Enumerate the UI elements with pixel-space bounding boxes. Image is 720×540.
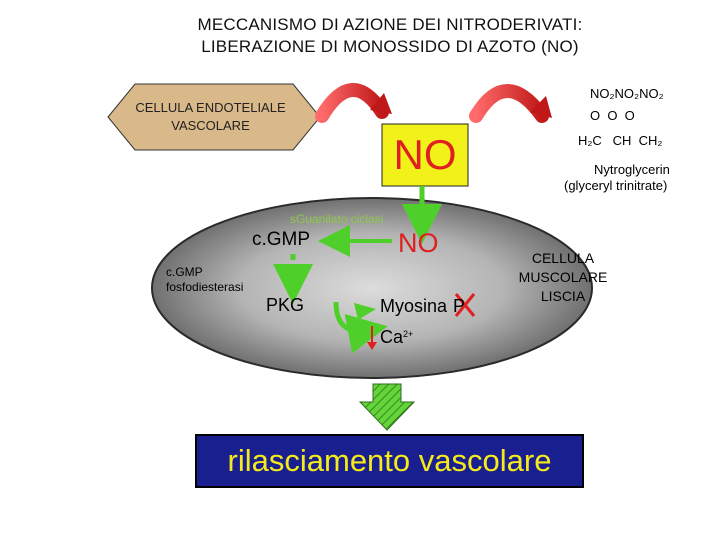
- red-curved-arrow-left: [315, 83, 389, 123]
- green-arrow-head-myosin: [354, 303, 376, 320]
- big-down-arrow: [358, 383, 416, 431]
- phosphodiesterase-label: c.GMP fosfodiesterasi: [166, 265, 243, 295]
- cgmp-label: c.GMP: [252, 229, 311, 250]
- no-inside-cell-label: NO: [398, 228, 439, 258]
- phosphodiesterase-line-1: c.GMP: [166, 265, 203, 279]
- carbon-backbone: H₂C CH CH₂: [578, 133, 663, 148]
- no-box: [381, 123, 469, 187]
- result-label: rilasciamento vascolare: [227, 443, 552, 478]
- green-curved-arrow-pkg-to-myosin: [333, 301, 388, 354]
- title-line-1: MECCANISMO DI AZIONE DEI NITRODERIVATI:: [197, 15, 583, 34]
- endothelial-cell-label: CELLULA ENDOTELIALE VASCOLARE: [118, 99, 303, 135]
- calcium-label: Ca2+: [380, 327, 413, 348]
- oxygen-atoms: O O O: [590, 108, 635, 123]
- nitroglycerin-synonym: (glyceryl trinitrate): [564, 178, 668, 193]
- myosin-label: Myosina: [380, 296, 448, 316]
- endothelial-label-line-2: VASCOLARE: [171, 118, 250, 133]
- red-curved-arrow-right-head: [530, 96, 552, 118]
- phosphate-label: P: [453, 296, 466, 316]
- no-released-label: NO: [393, 131, 457, 178]
- nitroglycerin-name: Nytroglycerin: [594, 162, 670, 177]
- muscle-label-line-3: LISCIA: [540, 288, 586, 304]
- calcium-charge: 2+: [403, 329, 414, 339]
- red-down-arrow-calcium-head: [367, 342, 377, 350]
- calcium-symbol: Ca: [380, 327, 404, 347]
- red-x-line-2: [454, 293, 476, 317]
- endothelial-label-line-1: CELLULA ENDOTELIALE: [135, 100, 286, 115]
- red-curved-arrow-left-head: [370, 93, 392, 114]
- muscle-cell-ellipse: [151, 197, 593, 379]
- diagram-title: MECCANISMO DI AZIONE DEI NITRODERIVATI: …: [100, 14, 680, 58]
- muscle-label-line-2: MUSCOLARE: [518, 269, 608, 285]
- nitro-groups: NO₂NO₂NO₂: [590, 86, 664, 101]
- guanylate-cyclase-label: sGuanilato ciclasi: [290, 212, 384, 226]
- pkg-label: PKG: [266, 295, 305, 315]
- muscle-label-line-1: CELLULA: [531, 250, 595, 266]
- title-line-2: LIBERAZIONE DI MONOSSIDO DI AZOTO (NO): [201, 37, 579, 56]
- red-curved-arrow-right: [469, 84, 549, 123]
- result-box: rilasciamento vascolare: [195, 434, 584, 488]
- phosphodiesterase-line-2: fosfodiesterasi: [166, 280, 244, 294]
- nitroglycerin-structure: NO₂NO₂NO₂ O O O H₂C CH CH₂ Nytroglycerin…: [558, 80, 688, 198]
- smooth-muscle-cell-label: CELLULA MUSCOLARE LISCIA: [508, 249, 618, 306]
